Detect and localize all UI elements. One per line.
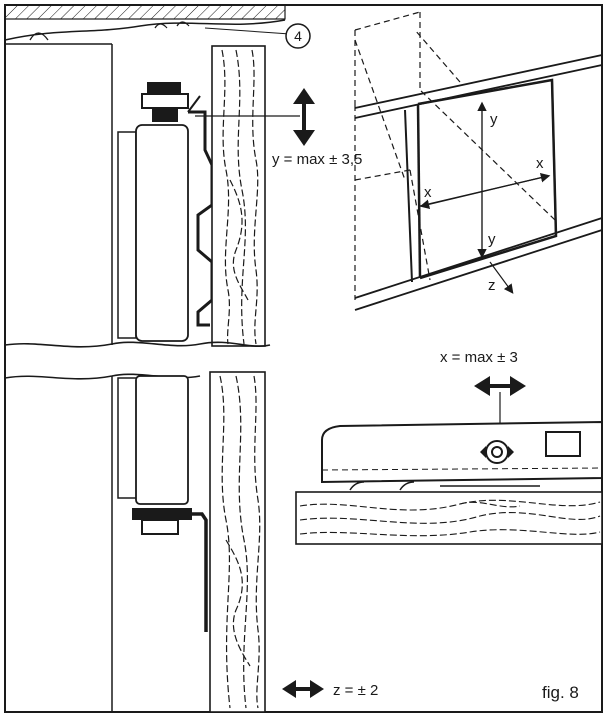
x-tolerance-label: x = max ± 3 (440, 349, 518, 366)
axis-label-y-top: y (490, 111, 498, 128)
wood-shelf (295, 491, 603, 545)
wood-panel-upper (211, 45, 266, 347)
axis-label-x-right: x (536, 155, 544, 172)
figure-label: fig. 8 (542, 683, 579, 702)
z-tolerance-label: z = ± 2 (333, 682, 378, 699)
lower-cabinet-section (4, 371, 266, 713)
ceiling-section (4, 4, 291, 41)
axis-label-y-bottom: y (488, 231, 496, 248)
callout-number: 4 (294, 28, 302, 44)
axis-label-x-left: x (424, 184, 432, 201)
perspective-view (354, 11, 603, 311)
figure-frame (4, 4, 603, 713)
vertical-double-arrow-icon (195, 88, 315, 146)
axis-label-z: z (488, 277, 496, 294)
horizontal-double-arrow-icon (474, 376, 526, 436)
upper-cabinet-section (4, 43, 271, 348)
wood-panel-lower (209, 371, 266, 713)
callout-4: 4 (285, 23, 311, 49)
hinge-plate-detail (295, 420, 603, 545)
y-tolerance-label: y = max ± 3,5 (272, 151, 362, 168)
horizontal-double-arrow-icon (282, 680, 324, 698)
